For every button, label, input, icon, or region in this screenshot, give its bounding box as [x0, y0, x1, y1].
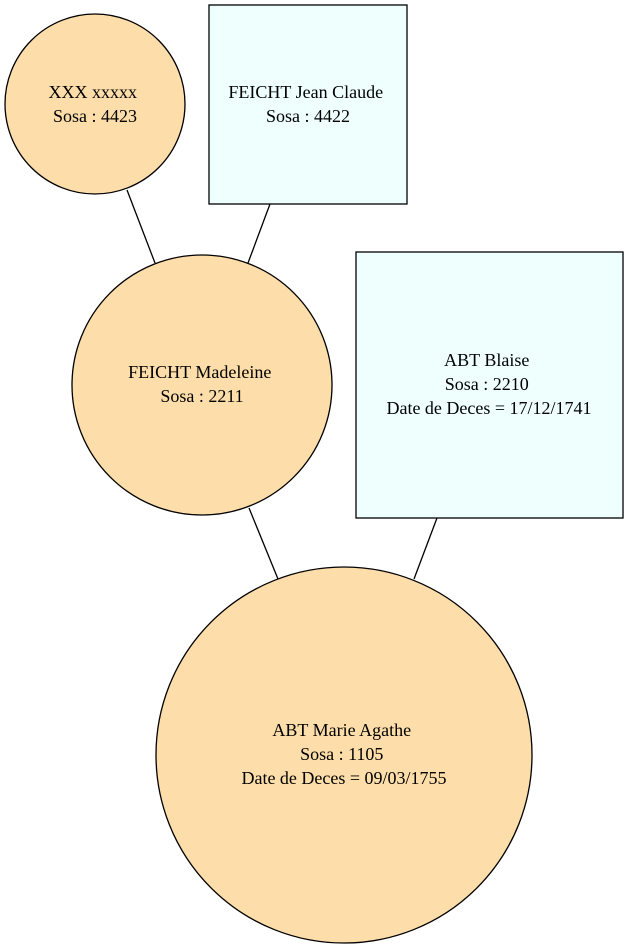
- node-name-marie-agathe: ABT Marie Agathe: [272, 720, 411, 740]
- node-label-xxx: XXX xxxxx Sosa : 4423: [49, 82, 142, 126]
- node-sosa-jean-claude: Sosa : 4422: [266, 106, 350, 126]
- edges-layer: [126, 189, 438, 580]
- edge-madeleine-to-marie-agathe: [248, 507, 279, 580]
- node-sosa-madeleine: Sosa : 2211: [160, 386, 243, 406]
- nodes-layer: XXX xxxxx Sosa : 4423 FEICHT Jean Claude…: [4, 4, 624, 944]
- node-label-marie-agathe: ABT Marie Agathe Sosa : 1105 Date de Dec…: [241, 720, 446, 788]
- person-node-blaise[interactable]: ABT Blaise Sosa : 2210 Date de Deces = 1…: [355, 251, 624, 519]
- node-name-madeleine: FEICHT Madeleine: [128, 362, 271, 382]
- node-sosa-xxx: Sosa : 4423: [53, 106, 137, 126]
- edge-jean-claude-to-madeleine: [247, 203, 271, 264]
- person-node-madeleine[interactable]: FEICHT Madeleine Sosa : 2211: [71, 254, 333, 516]
- node-label-jean-claude: FEICHT Jean Claude Sosa : 4422: [228, 82, 387, 126]
- node-shape-marie-agathe: [155, 566, 533, 944]
- node-label-madeleine: FEICHT Madeleine Sosa : 2211: [128, 362, 276, 406]
- node-sosa-marie-agathe: Sosa : 1105: [300, 744, 383, 764]
- person-node-marie-agathe[interactable]: ABT Marie Agathe Sosa : 1105 Date de Dec…: [155, 566, 533, 944]
- node-shape-xxx: [4, 13, 186, 195]
- node-shape-jean-claude: [208, 4, 408, 205]
- person-node-jean-claude[interactable]: FEICHT Jean Claude Sosa : 4422: [208, 4, 408, 205]
- edge-xxx-to-madeleine: [126, 189, 156, 264]
- node-death-date-marie-agathe: Date de Deces = 09/03/1755: [241, 768, 446, 788]
- node-name-xxx: XXX xxxxx: [49, 82, 138, 102]
- node-sosa-blaise: Sosa : 2210: [445, 374, 529, 394]
- node-name-blaise: ABT Blaise: [444, 350, 529, 370]
- edge-blaise-to-marie-agathe: [413, 517, 438, 580]
- node-shape-madeleine: [71, 254, 333, 516]
- node-death-date-blaise: Date de Deces = 17/12/1741: [386, 398, 591, 418]
- person-node-xxx[interactable]: XXX xxxxx Sosa : 4423: [4, 13, 186, 195]
- node-label-blaise: ABT Blaise Sosa : 2210 Date de Deces = 1…: [386, 350, 591, 418]
- node-shape-blaise: [355, 251, 624, 519]
- node-name-jean-claude: FEICHT Jean Claude: [228, 82, 383, 102]
